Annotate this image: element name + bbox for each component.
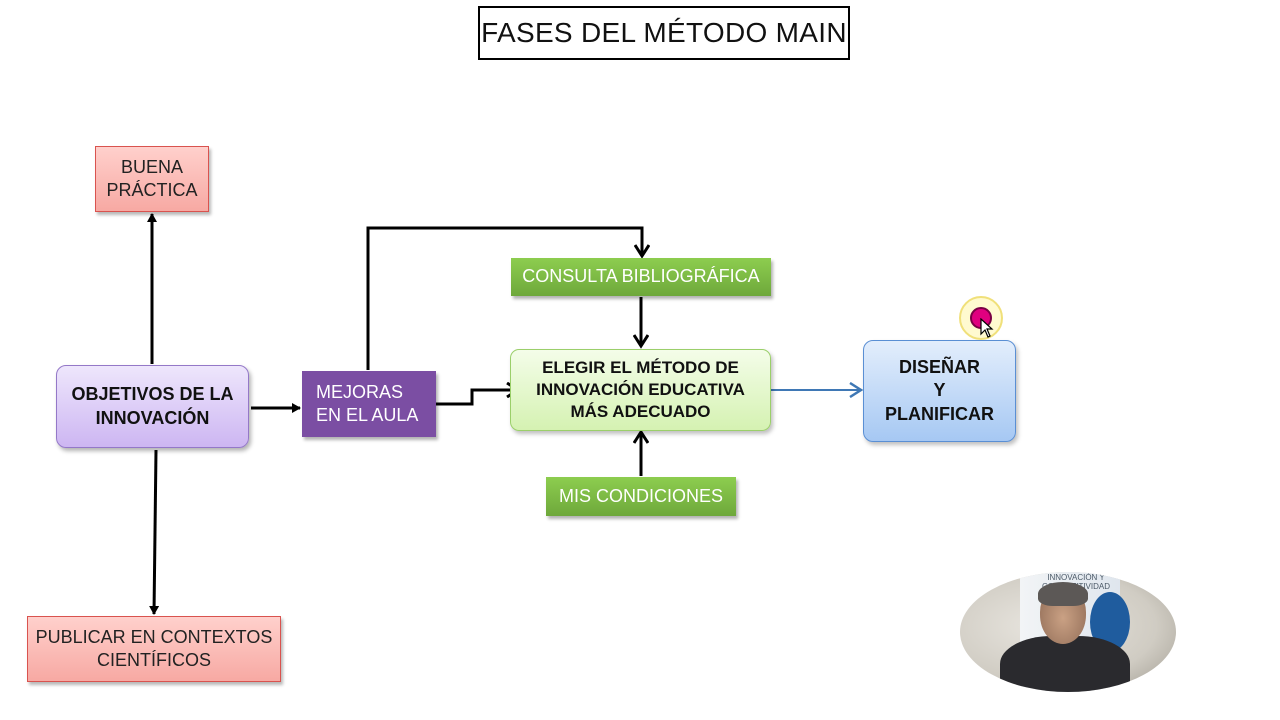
node-disenar-planificar: DISEÑAR Y PLANIFICAR xyxy=(863,340,1016,442)
page-title: FASES DEL MÉTODO MAIN xyxy=(478,6,850,60)
arrow-objetivos-to-publicar xyxy=(149,449,160,615)
webcam-overlay: INNOVACIÓN Y COMPETITIVIDAD xyxy=(960,572,1176,692)
arrow-mejoras-to-elegir xyxy=(436,390,518,406)
node-elegir-metodo: ELEGIR EL MÉTODO DE INNOVACIÓN EDUCATIVA… xyxy=(510,349,771,431)
presenter-hair xyxy=(1038,582,1088,606)
node-objetivos-innovacion: OBJETIVOS DE LA INNOVACIÓN xyxy=(56,365,249,448)
mouse-pointer-icon xyxy=(980,318,994,338)
node-buena-practica: BUENA PRÁCTICA xyxy=(95,146,209,212)
node-mejoras-aula: MEJORAS EN EL AULA xyxy=(302,371,436,437)
arrow-mejoras-to-consulta xyxy=(366,226,642,370)
node-publicar-contextos: PUBLICAR EN CONTEXTOS CIENTÍFICOS xyxy=(27,616,281,682)
node-mis-condiciones: MIS CONDICIONES xyxy=(546,477,736,516)
presenter-torso xyxy=(1000,636,1130,692)
node-consulta-bibliografica: CONSULTA BIBLIOGRÁFICA xyxy=(511,258,771,296)
